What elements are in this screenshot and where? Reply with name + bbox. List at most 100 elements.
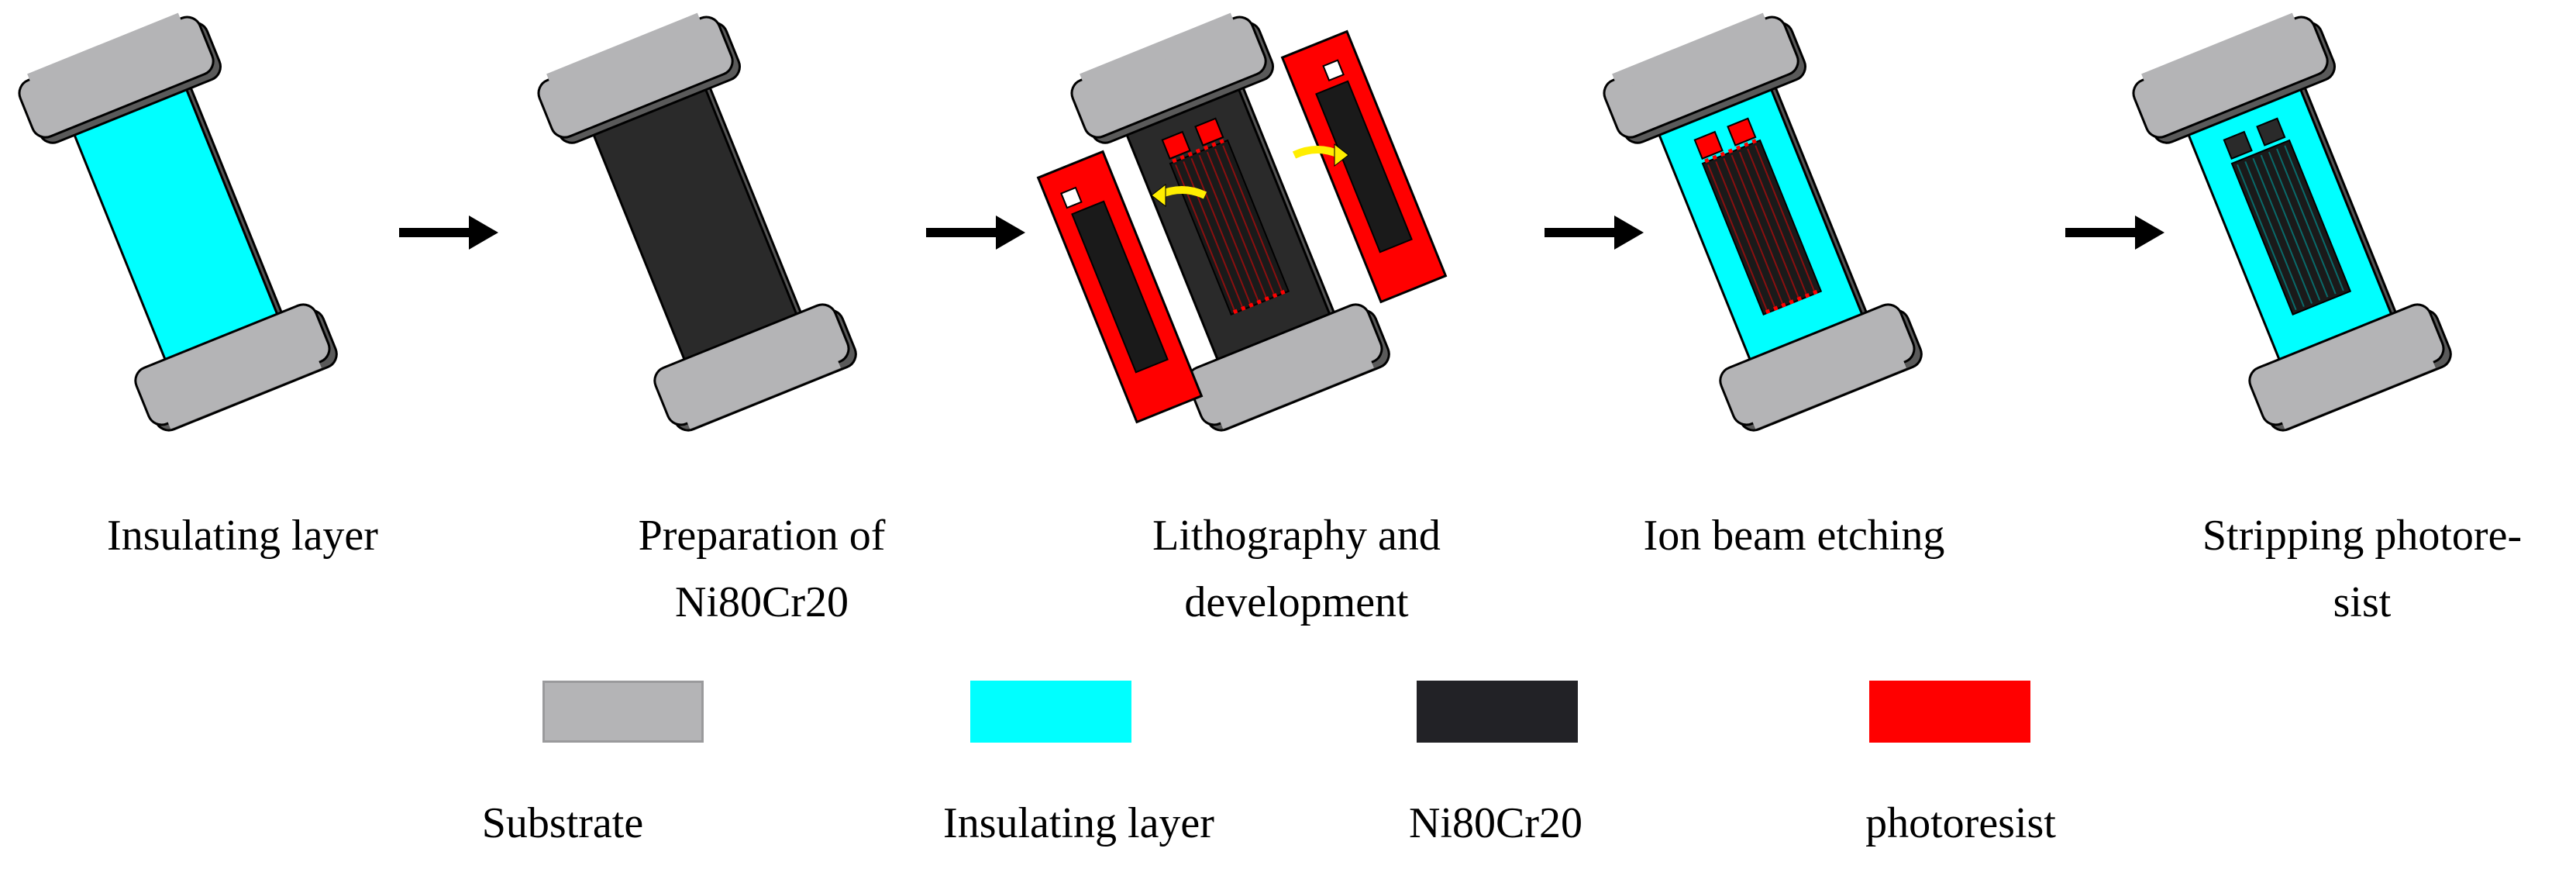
gauge-line (1715, 160, 1775, 307)
process-illustration (18, 12, 2452, 432)
gauge-line (2244, 160, 2305, 307)
step-caption-ion-beam-etching: Ion beam etching (1577, 502, 2011, 569)
process-arrow-head (2135, 216, 2164, 250)
gauge-line (1214, 148, 1275, 295)
gauge-pad (1194, 117, 1224, 147)
gauge-line (1183, 160, 1243, 307)
gauge-pad (1161, 130, 1191, 160)
substrate-clamp (1186, 303, 1390, 432)
substrate-clamp-lip (2278, 350, 2436, 429)
gauge-dot (1720, 151, 1726, 157)
process-arrow-shaft (1545, 228, 1618, 237)
gauge-dot (1280, 289, 1286, 295)
substrate-clamp (1603, 12, 1806, 144)
gauge-dot (1789, 299, 1794, 305)
gauge-dot (1796, 296, 1803, 302)
gauge-dot (1765, 309, 1771, 315)
gauge-line (2284, 145, 2344, 291)
transfer-arrowhead-left (1151, 183, 1166, 208)
process-arrow-head (996, 216, 1025, 250)
gauge-dot (1781, 302, 1786, 308)
gauge-line (1222, 145, 1283, 291)
process-arrow-shaft (926, 228, 1000, 237)
gauge-line (2268, 151, 2329, 298)
process-arrow-shaft (2065, 228, 2139, 237)
gauge-pad (1727, 117, 1757, 147)
step-caption-preparation: Preparation of Ni80Cr20 (545, 502, 979, 636)
caption-line: development (1184, 578, 1409, 626)
gauge-dot (1704, 157, 1710, 164)
gauge-dot (1727, 148, 1734, 154)
gauge-dot (1272, 292, 1278, 298)
gauge-line (2260, 154, 2321, 301)
legend-label-insulating-layer: Insulating layer (943, 799, 1214, 847)
substrate-clamp-lip (1612, 12, 1770, 91)
gauge-line (1747, 148, 1807, 295)
substrate-clamp (2132, 12, 2336, 144)
legend-label-substrate: Substrate (481, 799, 644, 847)
gauge-dot (1256, 299, 1262, 305)
substrate-clamp (2248, 303, 2452, 432)
gauge-line (1738, 151, 1799, 298)
gauge-line (2276, 148, 2337, 295)
substrate-clamp-lip (1216, 350, 1374, 429)
process-arrow-shaft (399, 228, 473, 237)
sample-ion-beam-etching (1603, 12, 1923, 432)
gauge-dot (1804, 292, 1810, 298)
gauge-dot (1187, 151, 1193, 157)
substrate-clamp (18, 12, 222, 144)
caption-line: Stripping photore- (2202, 512, 2523, 560)
photomask-left (1036, 150, 1204, 424)
caption-line: sist (2333, 578, 2392, 626)
gauge-dot (1195, 148, 1201, 154)
photomask-pattern (1071, 200, 1169, 374)
gauge-pad (1693, 130, 1724, 160)
gauge-dot (1813, 289, 1818, 295)
legend-label-ni80cr20: Ni80Cr20 (1409, 799, 1582, 847)
step-caption-stripping: Stripping photore- sist (2145, 502, 2576, 636)
process-arrow-head (1614, 216, 1644, 250)
process-arrow-head (469, 216, 498, 250)
caption-line: Lithography and (1152, 512, 1441, 560)
photomask-window (1060, 186, 1083, 209)
photomask-pattern (1315, 80, 1413, 253)
gauge-dot (1219, 139, 1224, 144)
gauge-line (1723, 157, 1784, 304)
gauge-line (1755, 145, 1815, 291)
gauge-line (1190, 157, 1252, 304)
gauge-dot (1712, 154, 1717, 160)
photomask-right (1280, 29, 1448, 304)
caption-line: Preparation of (638, 512, 886, 560)
gauge-dot (1172, 157, 1177, 164)
gauge-dot (1203, 145, 1209, 150)
gauge-dot (1751, 139, 1757, 144)
sample-ni80cr20 (537, 12, 857, 432)
substrate-clamp-lip (546, 12, 704, 91)
gauge-line (1707, 164, 1768, 311)
photomask-window (1322, 59, 1345, 82)
gauge-line (1206, 151, 1267, 298)
gauge-line (1198, 154, 1259, 301)
gauge-line (2237, 164, 2297, 311)
substrate-clamp (1070, 12, 1274, 144)
legend-swatch-insulating-layer (970, 681, 1131, 743)
gauge-dot (1248, 302, 1254, 308)
sample-lithography (1070, 12, 1390, 432)
gauge-line (2252, 157, 2313, 304)
legend-swatch-substrate (542, 681, 704, 743)
gauge-dot (1241, 305, 1246, 311)
sample-insulating-layer (18, 12, 338, 432)
substrate-clamp-lip (683, 350, 841, 429)
legend-swatch-ni80cr20 (1417, 681, 1578, 743)
step-caption-lithography: Lithography and development (1080, 502, 1514, 636)
gauge-dot (1744, 142, 1749, 147)
substrate-clamp-lip (2141, 12, 2299, 91)
caption-line: Ion beam etching (1643, 512, 1945, 560)
step-caption-insulating-layer: Insulating layer (26, 502, 460, 569)
gauge-pad (2256, 117, 2286, 147)
substrate-clamp-lip (1080, 12, 1238, 91)
gauge-pad (2223, 130, 2253, 160)
gauge-dot (1264, 296, 1270, 302)
substrate-clamp (1719, 303, 1923, 432)
